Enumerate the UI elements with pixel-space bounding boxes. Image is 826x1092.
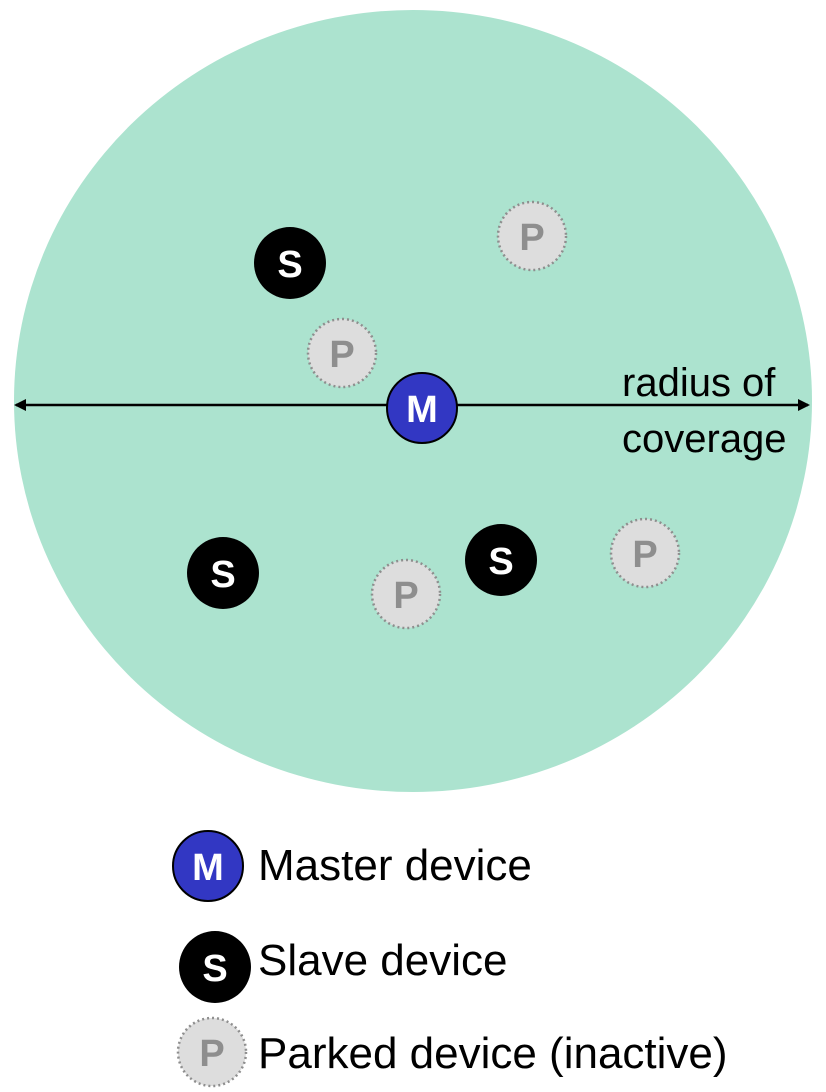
legend-master-icon: M <box>172 830 244 902</box>
legend-parked-icon: P <box>176 1016 248 1088</box>
legend-slave-icon: S <box>179 931 251 1003</box>
radius-label-line1: radius of <box>622 361 776 405</box>
legend-slave-letter: S <box>202 948 227 990</box>
slave-node: S <box>254 227 326 299</box>
legend-slave-label: Slave device <box>258 936 507 985</box>
parked-node: P <box>370 558 442 630</box>
slave-node-letter: S <box>488 541 513 583</box>
parked-node-letter: P <box>519 217 544 259</box>
parked-node: P <box>496 200 568 272</box>
legend-parked-label: Parked device (inactive) <box>258 1029 728 1078</box>
parked-node: P <box>306 317 378 389</box>
parked-node-letter: P <box>393 575 418 617</box>
legend-parked-letter: P <box>199 1033 224 1075</box>
master-node: M <box>386 372 458 444</box>
legend-master-letter: M <box>192 847 224 889</box>
slave-node: S <box>465 524 537 596</box>
slave-node-letter: S <box>210 554 235 596</box>
parked-node-letter: P <box>632 534 657 576</box>
slave-node: S <box>187 537 259 609</box>
parked-node-letter: P <box>329 334 354 376</box>
legend: M Master device S Slave device P Parked … <box>172 830 728 1088</box>
radius-label-line2: coverage <box>622 417 787 461</box>
master-node-letter: M <box>406 389 438 431</box>
slave-node-letter: S <box>277 244 302 286</box>
parked-node: P <box>609 517 681 589</box>
legend-master-label: Master device <box>258 841 532 890</box>
